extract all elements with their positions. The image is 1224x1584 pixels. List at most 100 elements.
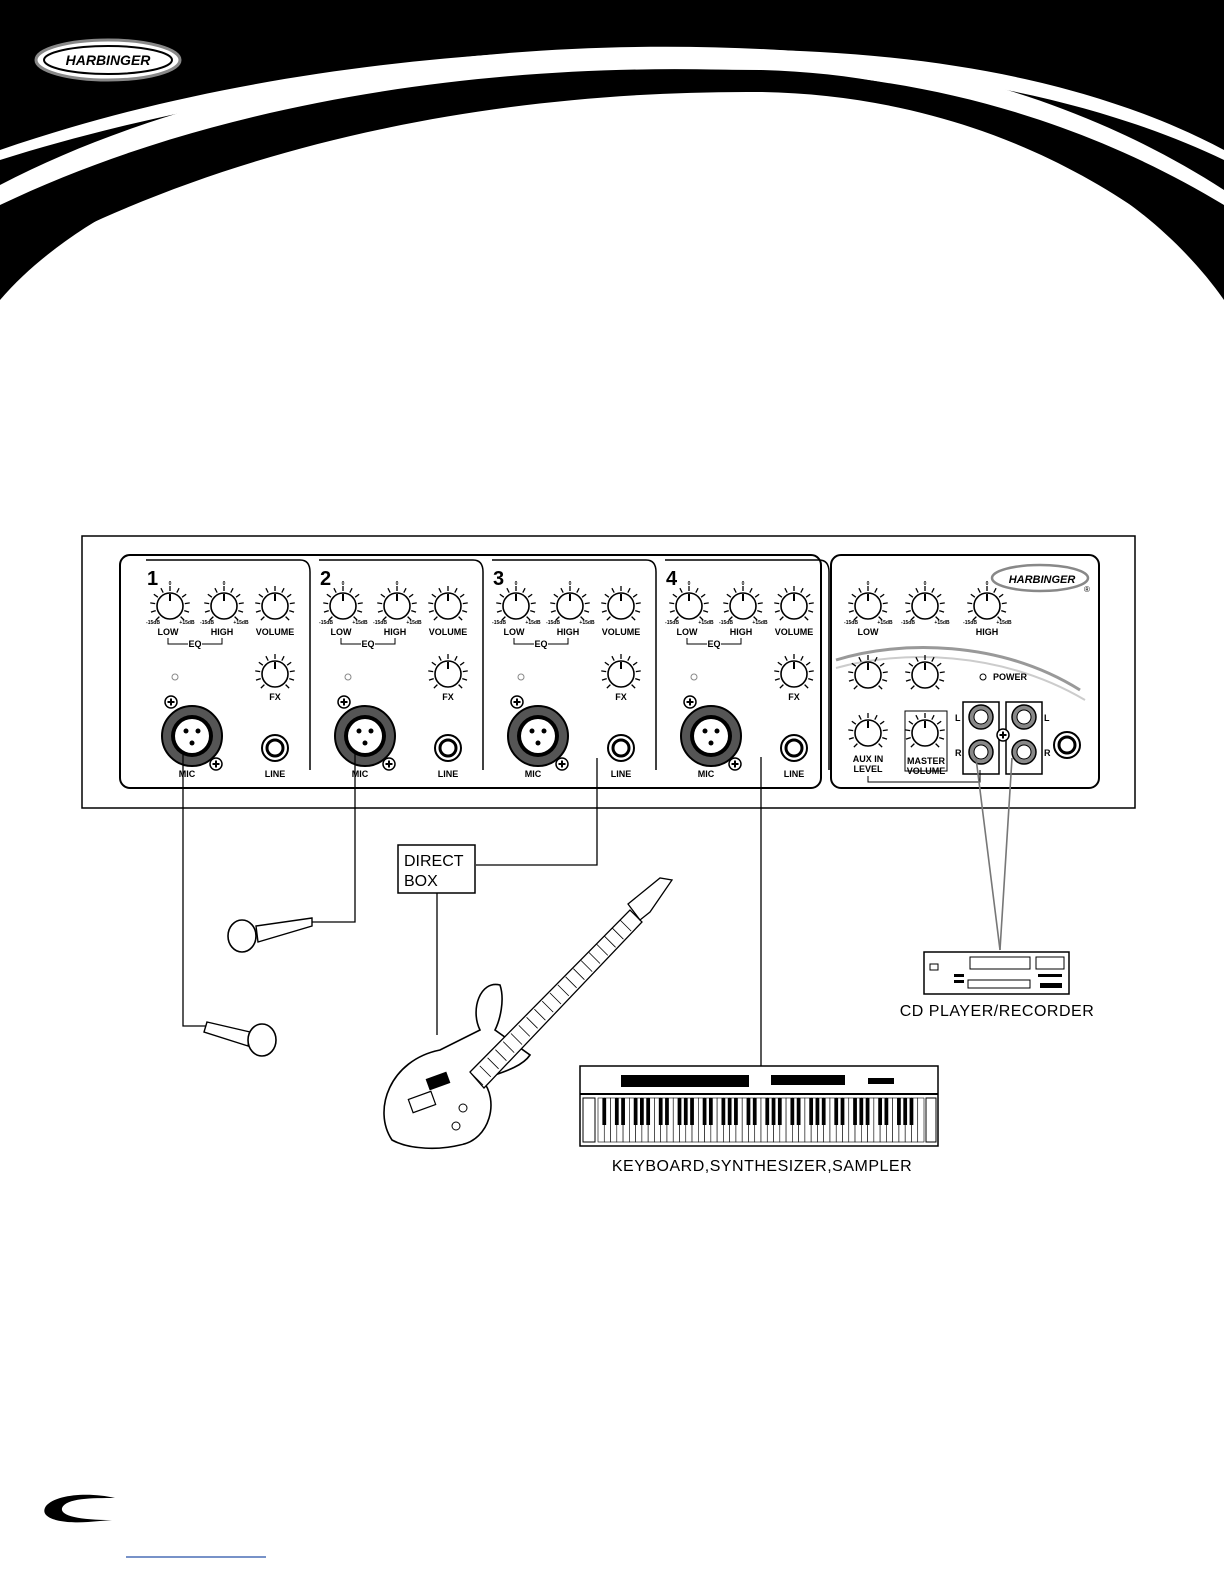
black-key: [621, 1098, 625, 1125]
plus-icon: [510, 695, 524, 709]
black-key: [727, 1098, 732, 1125]
black-key: [646, 1098, 651, 1125]
fx-knob[interactable]: [601, 654, 641, 689]
plus-icon: [728, 757, 742, 771]
right-label: R: [955, 748, 962, 758]
direct-box: DIRECT BOX: [397, 844, 476, 894]
black-key: [640, 1098, 644, 1125]
eq-high-knob[interactable]: 0-15dB+15dB: [546, 581, 595, 626]
line-label: LINE: [611, 769, 632, 779]
rca-jack[interactable]: [968, 704, 994, 730]
black-key: [865, 1098, 870, 1125]
clip-led: [344, 673, 352, 681]
fret: [541, 1000, 554, 1013]
master-fx-knob-2[interactable]: [905, 655, 945, 690]
fx-knob[interactable]: [428, 654, 468, 689]
mic-xlr-input[interactable]: [334, 705, 396, 767]
knob-scale-min: -15dB: [546, 620, 560, 626]
black-key: [765, 1098, 770, 1125]
fret: [526, 1017, 538, 1029]
eq-low-label: LOW: [331, 627, 352, 637]
eq-high-label: HIGH: [730, 627, 753, 637]
knob-scale-max: +15dB: [877, 620, 893, 626]
fx-knob[interactable]: [255, 654, 295, 689]
knob-scale-min: -15dB: [901, 620, 915, 626]
eq-high-knob[interactable]: 0-15dB+15dB: [373, 581, 422, 626]
harbinger-logo: HARBINGER: [34, 38, 182, 82]
line-jack-input[interactable]: [607, 734, 635, 762]
knob-scale-max: +15dB: [525, 620, 541, 626]
eq-high-knob[interactable]: 0-15dB+15dB: [719, 581, 768, 626]
volume-knob[interactable]: [428, 586, 468, 621]
volume-knob[interactable]: [255, 586, 295, 621]
black-key: [771, 1098, 776, 1125]
eq-low-knob[interactable]: 0-15dB+15dB: [146, 581, 195, 626]
knob-scale-min: -15dB: [373, 620, 387, 626]
fret: [557, 984, 570, 997]
headphone-jack[interactable]: [1053, 731, 1081, 759]
black-key: [878, 1098, 882, 1125]
eq-low-knob[interactable]: 0-15dB+15dB: [319, 581, 368, 626]
master-high-label: HIGH: [976, 627, 999, 637]
fx-label: FX: [788, 692, 800, 702]
line-jack-input[interactable]: [780, 734, 808, 762]
master-fx-knob-1[interactable]: [848, 655, 888, 690]
fret: [596, 944, 609, 956]
aux-in-label: AUX IN: [853, 754, 884, 764]
mic-xlr-input[interactable]: [507, 705, 569, 767]
clip-led: [690, 673, 698, 681]
power-label: POWER: [993, 672, 1028, 682]
fret: [502, 1041, 515, 1053]
fret: [518, 1025, 531, 1037]
black-key: [734, 1098, 738, 1125]
fret: [495, 1049, 507, 1061]
mic-xlr-input[interactable]: [161, 705, 223, 767]
black-key: [721, 1098, 726, 1125]
line-jack-input[interactable]: [261, 734, 289, 762]
mic-label: MIC: [179, 769, 196, 779]
eq-low-knob[interactable]: 0-15dB+15dB: [492, 581, 541, 626]
plus-icon: [996, 728, 1010, 742]
wire-mic1: [182, 754, 207, 1027]
eq-low-knob[interactable]: 0-15dB+15dB: [665, 581, 714, 626]
master-volume-knob[interactable]: [905, 713, 945, 748]
knob-scale-center: 0: [569, 581, 572, 587]
volume-knob[interactable]: [774, 586, 814, 621]
knob-scale-center: 0: [924, 581, 927, 587]
knob-scale-min: -15dB: [963, 620, 977, 626]
knob-scale-min: -15dB: [319, 620, 333, 626]
rca-jack[interactable]: [1011, 739, 1037, 765]
fret: [588, 952, 601, 964]
master-mid-knob[interactable]: 0-15dB+15dB: [901, 581, 950, 626]
mic-xlr-input[interactable]: [680, 705, 742, 767]
eq-high-knob[interactable]: 0-15dB+15dB: [200, 581, 249, 626]
fret: [565, 976, 577, 989]
header-swoosh: [0, 0, 1224, 400]
rca-jack[interactable]: [1011, 704, 1037, 730]
aux-in-level-knob[interactable]: [848, 713, 888, 748]
black-key: [614, 1098, 619, 1125]
eq-label: EQ: [361, 639, 374, 649]
fx-label: FX: [269, 692, 281, 702]
volume-label: VOLUME: [429, 627, 468, 637]
microphone-1-icon: [203, 1021, 277, 1057]
master-low-label: LOW: [858, 627, 879, 637]
volume-knob[interactable]: [601, 586, 641, 621]
logo-text: HARBINGER: [66, 52, 152, 68]
master-high-knob[interactable]: 0-15dB+15dB: [963, 581, 1012, 626]
rca-jack[interactable]: [968, 739, 994, 765]
black-key: [821, 1098, 826, 1125]
knob-scale-center: 0: [169, 581, 172, 587]
knob-scale-min: -15dB: [719, 620, 733, 626]
clip-led: [171, 673, 179, 681]
fx-knob[interactable]: [774, 654, 814, 689]
eq-high-label: HIGH: [211, 627, 234, 637]
bass-guitar-icon: [383, 877, 674, 1150]
line-label: LINE: [438, 769, 459, 779]
master-low-knob[interactable]: 0-15dB+15dB: [844, 581, 893, 626]
knob-scale-max: +15dB: [352, 620, 368, 626]
line-jack-input[interactable]: [434, 734, 462, 762]
